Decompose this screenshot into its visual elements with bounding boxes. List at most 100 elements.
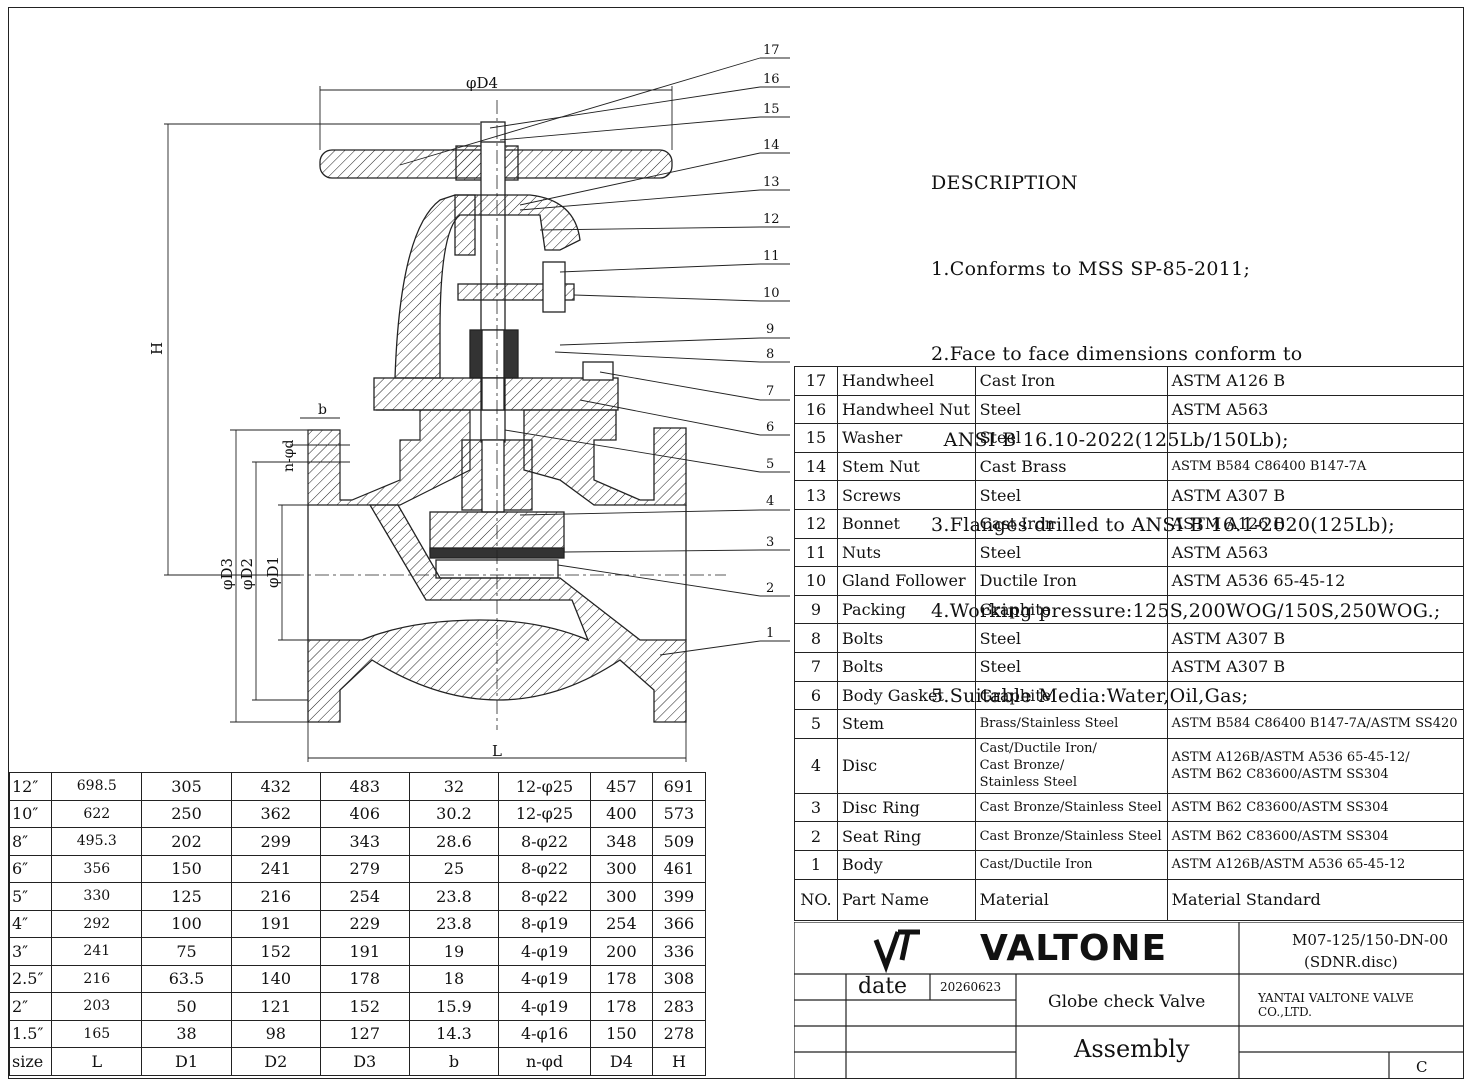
description-line: 1.Conforms to MSS SP-85-2011;	[931, 257, 1251, 280]
size-cell: 2″	[8, 992, 53, 1021]
part-material: Ductile Iron	[974, 566, 1168, 596]
part-standard	[1166, 423, 1465, 453]
size-cell: 216	[230, 882, 321, 911]
size-header-cell: D2	[230, 1047, 321, 1076]
part-standard: ASTM A307 B	[1166, 651, 1465, 682]
size-cell: 98	[230, 1019, 321, 1048]
part-number: 10	[794, 566, 838, 596]
part-name: Washer	[837, 423, 976, 453]
description-heading: DESCRIPTION	[931, 172, 1078, 194]
size-cell: 32	[408, 772, 500, 801]
size-cell: 15.9	[408, 992, 500, 1021]
size-cell: 241	[51, 937, 143, 966]
part-standard: ASTM A126 B	[1166, 508, 1465, 539]
size-cell: 229	[319, 909, 410, 938]
size-cell: 150	[141, 854, 232, 883]
size-cell: 254	[319, 882, 410, 911]
size-cell: 366	[651, 909, 707, 938]
part-material: Steel	[974, 480, 1168, 510]
date-label: date	[858, 974, 908, 999]
size-cell: 191	[230, 909, 321, 938]
size-cell: 356	[51, 854, 143, 883]
product-name: Globe check Valve	[1048, 992, 1206, 1012]
part-name: Seat Ring	[837, 821, 976, 851]
size-cell: 330	[51, 882, 143, 911]
label-b: b	[318, 402, 327, 418]
size-cell: 14.3	[408, 1019, 500, 1048]
part-material: Steel	[974, 651, 1168, 682]
part-name: Stem	[837, 709, 976, 739]
callout-11: 11	[763, 249, 780, 264]
callout-2: 2	[766, 581, 774, 596]
part-material: Graphite	[974, 594, 1168, 625]
size-cell: 38	[141, 1019, 232, 1048]
size-cell: 509	[651, 827, 707, 856]
drawing-type: Assembly	[1074, 1035, 1190, 1063]
size-cell: 4-φ19	[498, 992, 591, 1021]
part-standard: ASTM A307 B	[1166, 623, 1465, 653]
callout-7: 7	[766, 384, 774, 399]
part-name: Disc Ring	[837, 792, 976, 823]
part-standard: ASTM A536 65-45-12	[1166, 566, 1465, 596]
size-cell: 8-φ19	[498, 909, 591, 938]
part-name: Screws	[837, 480, 976, 510]
part-standard: ASTM B584 C86400 B147-7A/ASTM SS420	[1166, 709, 1465, 739]
size-header-cell: b	[408, 1047, 500, 1076]
size-cell: 461	[651, 854, 707, 883]
part-name: Bonnet	[837, 508, 976, 539]
size-cell: 4″	[8, 909, 53, 938]
part-material: Steel	[974, 423, 1168, 453]
size-cell: 100	[141, 909, 232, 938]
part-standard: ASTM A563	[1166, 537, 1465, 568]
size-cell: 250	[141, 799, 232, 828]
size-cell: 50	[141, 992, 232, 1021]
callout-16: 16	[763, 72, 780, 87]
size-cell: 4-φ19	[498, 937, 591, 966]
part-name: Bolts	[837, 623, 976, 653]
size-cell: 12″	[8, 772, 53, 801]
size-header-cell: H	[651, 1047, 707, 1076]
part-name: Gland Follower	[837, 566, 976, 596]
part-material: Cast Brass	[974, 451, 1168, 482]
size-cell: 399	[651, 882, 707, 911]
parts-header-cell: Material Standard	[1166, 878, 1465, 921]
size-cell: 28.6	[408, 827, 500, 856]
size-cell: 125	[141, 882, 232, 911]
size-cell: 152	[230, 937, 321, 966]
part-name: Packing	[837, 594, 976, 625]
size-cell: 4-φ19	[498, 964, 591, 993]
callout-8: 8	[766, 347, 774, 362]
part-material: Cast Iron	[974, 366, 1168, 396]
size-cell: 336	[651, 937, 707, 966]
size-cell: 10″	[8, 799, 53, 828]
size-header-cell: L	[51, 1047, 143, 1076]
size-cell: 241	[230, 854, 321, 883]
callout-13: 13	[763, 175, 780, 190]
part-number: 16	[794, 394, 838, 425]
gland-bolt	[542, 261, 566, 313]
size-cell: 140	[230, 964, 321, 993]
bonnet	[394, 194, 581, 379]
part-standard: ASTM A126B/ASTM A536 65-45-12	[1166, 849, 1465, 880]
size-cell: 279	[319, 854, 410, 883]
size-cell: 200	[589, 937, 653, 966]
part-standard: ASTM A126B/ASTM A536 65-45-12/ ASTM B62 …	[1166, 737, 1465, 794]
part-standard: ASTM B584 C86400 B147-7A	[1166, 451, 1465, 482]
size-cell: 362	[230, 799, 321, 828]
drawing-frame	[8, 7, 1464, 1079]
valtone-logo-icon	[873, 929, 920, 974]
part-material: Cast Bronze/Stainless Steel	[974, 792, 1168, 823]
part-material: Cast/Ductile Iron/ Cast Bronze/ Stainles…	[974, 737, 1168, 794]
